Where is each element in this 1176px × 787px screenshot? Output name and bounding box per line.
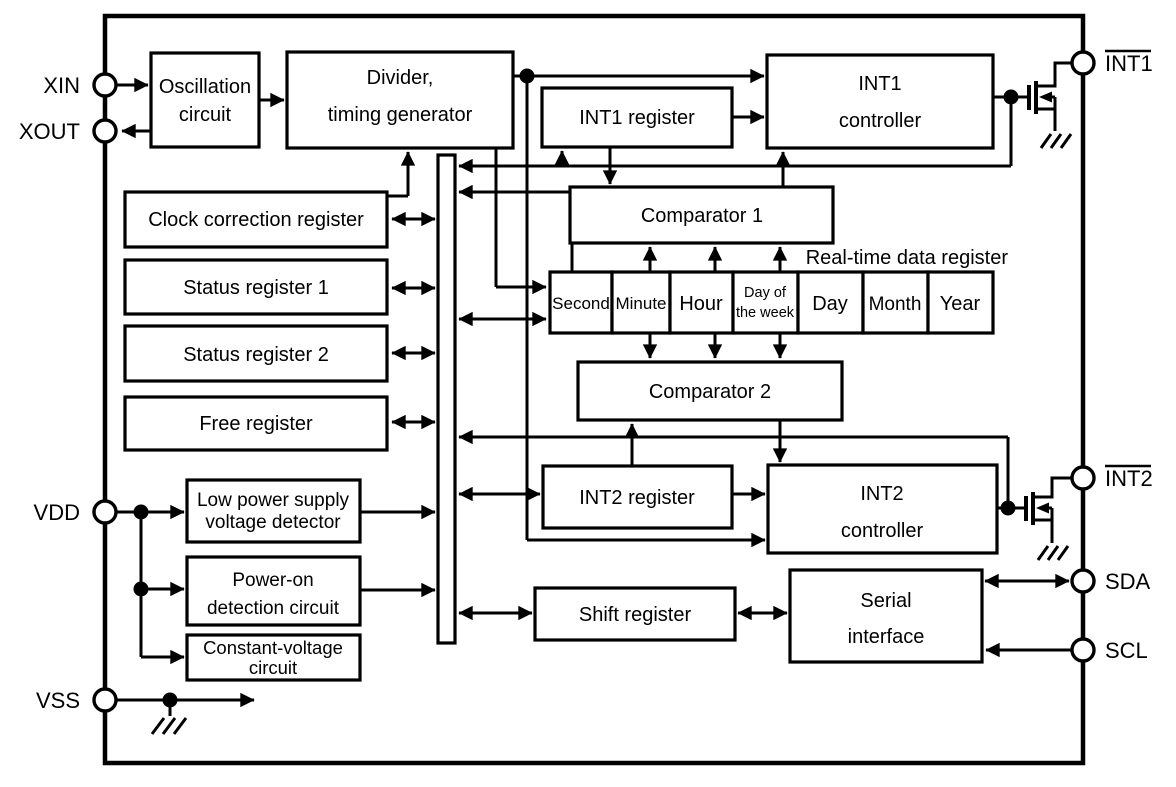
cell-day-of-week: Day of: [744, 285, 787, 301]
pin-int1: INT1: [1070, 49, 1153, 76]
block-realtime-data-register: Real-time data register Second Minute Ho…: [548, 247, 1009, 335]
ground-symbol-int1: [1039, 133, 1073, 149]
cell-minute: Minute: [615, 294, 666, 313]
block-int2-register: INT2 register: [541, 464, 734, 530]
block-label: Comparator 2: [649, 381, 771, 403]
internal-data-bus: [436, 153, 457, 645]
block-power-on-detection-circuit: Power-on detection circuit: [185, 555, 362, 627]
block-label: interface: [848, 626, 925, 648]
block-label: Power-on: [232, 570, 313, 591]
cell-year: Year: [940, 293, 981, 315]
block-label: INT1 register: [579, 107, 695, 129]
pin-vss: VSS: [36, 687, 118, 713]
pin-sda: SDA: [1070, 568, 1151, 594]
pin-vdd: VDD: [34, 499, 118, 525]
ground-symbol-vss: [150, 717, 188, 735]
wire-time-register-to-comparator2: [642, 333, 788, 359]
cell-hour: Hour: [679, 293, 723, 315]
wire-time-register-to-comparator1: [642, 246, 788, 272]
pin-label-int2: INT2: [1105, 466, 1153, 491]
block-oscillation-circuit: Oscillation circuit: [149, 51, 261, 149]
block-comparator1: Comparator 1: [568, 185, 835, 245]
ground-symbol-int2: [1036, 545, 1070, 561]
pin-scl: SCL: [1070, 637, 1148, 663]
mosfet-int2-driver: [1024, 476, 1072, 543]
block-label: Shift register: [579, 604, 692, 626]
block-comparator2: Comparator 2: [576, 360, 844, 422]
wire-divider-to-time-register: [494, 148, 547, 295]
pin-label-scl: SCL: [1105, 638, 1148, 663]
cell-day: Day: [812, 293, 848, 315]
pin-label-int1: INT1: [1105, 51, 1153, 76]
pin-int2: INT2: [1070, 464, 1153, 491]
block-status-register1: Status register 1: [123, 258, 389, 316]
wire-clock-correction-to-divider: [387, 151, 416, 198]
realtime-register-caption: Real-time data register: [806, 247, 1009, 269]
block-label: controller: [839, 110, 922, 132]
block-int1-controller: INT1 controller: [765, 53, 995, 150]
block-label: Serial: [860, 590, 911, 612]
block-free-register: Free register: [123, 395, 389, 452]
mosfet-body-arrow: [1036, 502, 1049, 514]
cell-second: Second: [552, 294, 610, 313]
pin-label-sda: SDA: [1105, 569, 1151, 594]
block-label: timing generator: [328, 104, 473, 126]
block-clock-correction-register: Clock correction register: [123, 190, 389, 249]
block-divider-timing-generator: Divider, timing generator: [285, 50, 515, 150]
block-label: INT1: [858, 73, 901, 95]
block-label: Status register 1: [183, 277, 329, 299]
wire-vdd-distribution: [116, 504, 185, 665]
mosfet-int1-driver: [1027, 61, 1072, 131]
block-int1-register: INT1 register: [540, 86, 734, 149]
block-label: INT2 register: [579, 487, 695, 509]
pin-label-xout: XOUT: [19, 119, 80, 144]
block-label: Free register: [199, 413, 313, 435]
wire-int1-output-feedback-to-bus: [458, 89, 1027, 174]
pin-label-vss: VSS: [36, 688, 80, 713]
block-label: circuit: [179, 104, 232, 126]
block-int2-controller: INT2 controller: [766, 463, 999, 555]
block-label: controller: [841, 520, 924, 542]
block-constant-voltage-circuit: Constant-voltage circuit: [185, 633, 362, 682]
block-label: circuit: [249, 657, 297, 678]
mosfet-body-arrow: [1039, 91, 1052, 103]
block-serial-interface: Serial interface: [788, 568, 984, 664]
block-label: detection circuit: [207, 598, 340, 619]
block-shift-register: Shift register: [533, 586, 737, 642]
block-label: Divider,: [367, 67, 434, 89]
block-label: Low power supply: [197, 490, 350, 511]
pin-label-vdd: VDD: [34, 500, 80, 525]
block-label: voltage detector: [205, 512, 341, 533]
cell-month: Month: [869, 294, 922, 315]
block-label: INT2: [860, 483, 903, 505]
block-low-power-supply-voltage-detector: Low power supply voltage detector: [185, 478, 362, 544]
wire-bus-write-to-time-register: [458, 184, 574, 272]
wire-divider-to-int1-controller: [513, 68, 765, 84]
chip-outline: [102, 13, 1086, 766]
block-label: Oscillation: [159, 76, 251, 98]
block-label: Comparator 1: [641, 205, 763, 227]
pin-xout: XOUT: [19, 118, 118, 144]
wire-divider-to-int2-controller: [525, 76, 766, 548]
pin-label-xin: XIN: [43, 73, 80, 98]
wire-int2-output-feedback-to-bus: [458, 429, 1024, 516]
pin-xin: XIN: [43, 72, 118, 98]
cell-day-of-week: the week: [736, 305, 795, 321]
block-label: Constant-voltage: [203, 637, 343, 658]
block-label: Status register 2: [183, 344, 329, 366]
block-status-register2: Status register 2: [123, 324, 389, 383]
wire-vss-ground: [116, 692, 255, 716]
block-label: Clock correction register: [148, 209, 364, 231]
